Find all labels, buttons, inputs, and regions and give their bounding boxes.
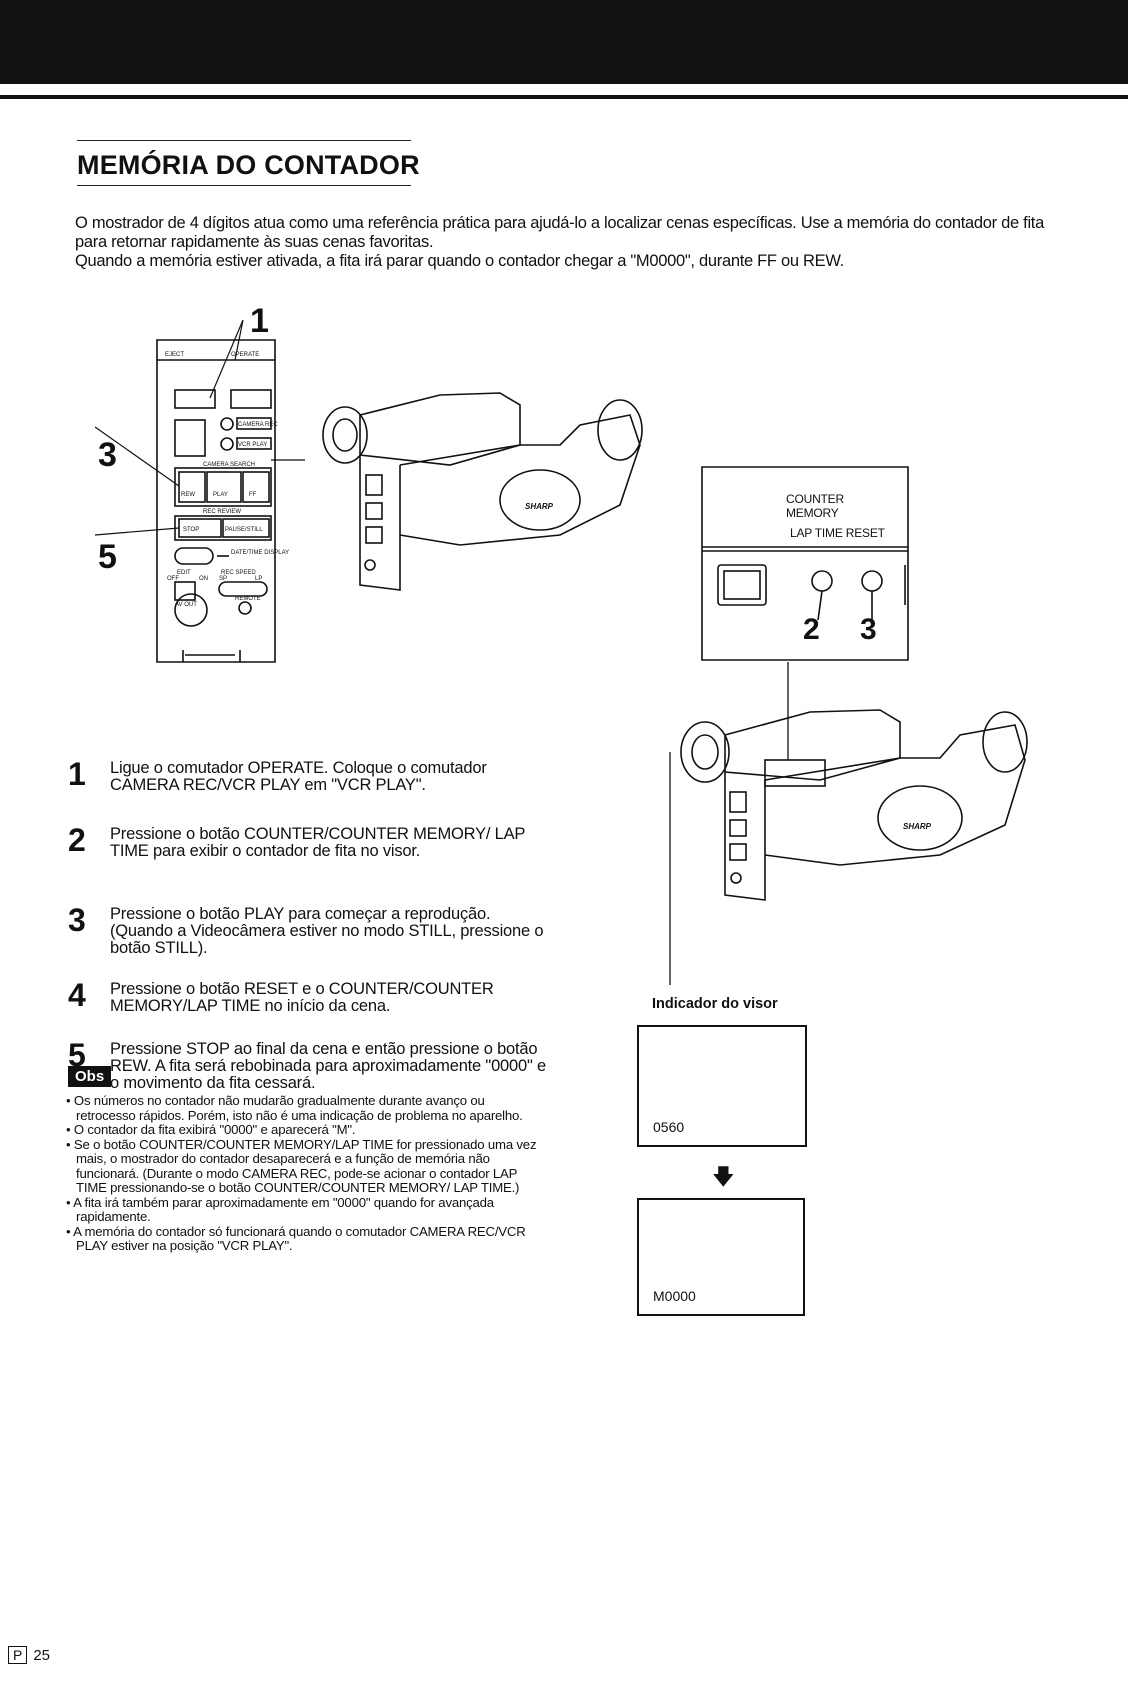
label-off: OFF bbox=[167, 576, 179, 582]
steps-list: 1 Ligue o comutador OPERATE. Coloque o c… bbox=[68, 758, 548, 1092]
label-rec-speed: REC SPEED bbox=[221, 570, 256, 576]
step-number: 4 bbox=[68, 977, 86, 1013]
viewfinder-display-after: M0000 bbox=[637, 1198, 805, 1316]
label-play: PLAY bbox=[213, 492, 228, 498]
step-5: 5 Pressione STOP ao final da cena e entã… bbox=[68, 1039, 548, 1092]
step-3: 3 Pressione o botão PLAY para começar a … bbox=[68, 904, 548, 957]
note-item: A fita irá também parar aproximadamente … bbox=[66, 1195, 544, 1225]
step-number: 5 bbox=[68, 1037, 86, 1073]
step-text: Pressione o botão PLAY para começar a re… bbox=[110, 905, 544, 957]
note-item: O contador da fita exibirá "0000" e apar… bbox=[66, 1122, 544, 1138]
label-vcr-play: VCR PLAY bbox=[238, 442, 267, 448]
label-on: ON bbox=[199, 576, 208, 582]
header-rule bbox=[0, 95, 1128, 99]
label-stop: STOP bbox=[183, 527, 199, 533]
callout-2-panel: 2 bbox=[803, 613, 820, 646]
step-number: 2 bbox=[68, 822, 86, 858]
label-eject: EJECT bbox=[165, 352, 184, 358]
label-sp: SP bbox=[219, 576, 227, 582]
label-av-out: AV OUT bbox=[175, 602, 197, 608]
label-pause-still: PAUSE/STILL bbox=[225, 527, 263, 533]
connector-lines bbox=[669, 662, 789, 985]
callout-3: 3 bbox=[98, 436, 117, 474]
step-text: Pressione o botão COUNTER/COUNTER MEMORY… bbox=[110, 825, 525, 860]
panel-lap-time-reset: LAP TIME RESET bbox=[790, 526, 885, 540]
control-panel-illustration: EJECT OPERATE CAMERA REC VCR PLAY CAMERA… bbox=[95, 320, 305, 663]
camcorder-illustration-bottom: SHARP bbox=[680, 709, 1028, 901]
label-rec-review: REC REVIEW bbox=[203, 509, 241, 515]
intro-text: O mostrador de 4 dígitos atua como uma r… bbox=[75, 214, 1065, 271]
page-label: P bbox=[8, 1646, 28, 1664]
counter-value-before: 0560 bbox=[653, 1119, 685, 1135]
step-number: 1 bbox=[68, 756, 86, 792]
title-rule-top bbox=[77, 140, 411, 141]
label-lp: LP bbox=[255, 576, 262, 582]
camera-brand: SHARP bbox=[525, 502, 554, 511]
step-4: 4 Pressione o botão RESET e o COUNTER/CO… bbox=[68, 979, 548, 1015]
page-title: MEMÓRIA DO CONTADOR bbox=[77, 150, 420, 180]
callout-1: 1 bbox=[250, 302, 269, 340]
callout-5: 5 bbox=[98, 538, 117, 576]
panel-memory-label: MEMORY bbox=[786, 506, 839, 520]
step-text: Pressione STOP ao final da cena e então … bbox=[110, 1040, 547, 1092]
label-camera-search: CAMERA SEARCH bbox=[203, 462, 255, 468]
camcorder-illustration-top: SHARP bbox=[322, 392, 643, 591]
note-item: A memória do contador só funcionará quan… bbox=[66, 1224, 544, 1254]
counter-value-after: M0000 bbox=[653, 1288, 696, 1304]
label-remote: REMOTE bbox=[235, 596, 261, 602]
page-number: 25 bbox=[33, 1646, 51, 1664]
label-date-time: DATE/TIME DISPLAY bbox=[231, 550, 289, 556]
step-1: 1 Ligue o comutador OPERATE. Coloque o c… bbox=[68, 758, 548, 794]
intro-paragraph-1: O mostrador de 4 dígitos atua como uma r… bbox=[75, 214, 1044, 251]
step-number: 3 bbox=[68, 902, 86, 938]
label-camera-rec: CAMERA REC bbox=[238, 422, 278, 428]
obs-badge: Obs bbox=[68, 1066, 112, 1087]
label-operate: OPERATE bbox=[231, 352, 259, 358]
intro-paragraph-2: Quando a memória estiver ativada, a fita… bbox=[75, 252, 844, 270]
step-text: Pressione o botão RESET e o COUNTER/COUN… bbox=[110, 980, 494, 1015]
page-footer: P 25 bbox=[8, 1646, 50, 1664]
panel-counter-label: COUNTER bbox=[786, 492, 844, 506]
arrow-down-icon: 🡇 bbox=[712, 1164, 735, 1189]
obs-notes: Os números no contador não mudarão gradu… bbox=[66, 1093, 544, 1254]
step-2: 2 Pressione o botão COUNTER/COUNTER MEMO… bbox=[68, 824, 548, 860]
counter-panel-illustration bbox=[701, 466, 909, 661]
viewfinder-display-before: 0560 bbox=[637, 1025, 807, 1147]
label-rew: REW bbox=[181, 492, 195, 498]
viewfinder-label: Indicador do visor bbox=[652, 996, 778, 1012]
header-black-band bbox=[0, 0, 1128, 84]
camera-brand-bottom: SHARP bbox=[903, 822, 932, 831]
label-edit: EDIT bbox=[177, 570, 191, 576]
label-ff: FF bbox=[249, 492, 257, 498]
note-item: Se o botão COUNTER/COUNTER MEMORY/LAP TI… bbox=[66, 1137, 544, 1196]
note-item: Os números no contador não mudarão gradu… bbox=[66, 1093, 544, 1123]
callout-3-panel: 3 bbox=[860, 613, 877, 646]
step-text: Ligue o comutador OPERATE. Coloque o com… bbox=[110, 759, 487, 794]
title-rule-bottom bbox=[77, 185, 411, 186]
